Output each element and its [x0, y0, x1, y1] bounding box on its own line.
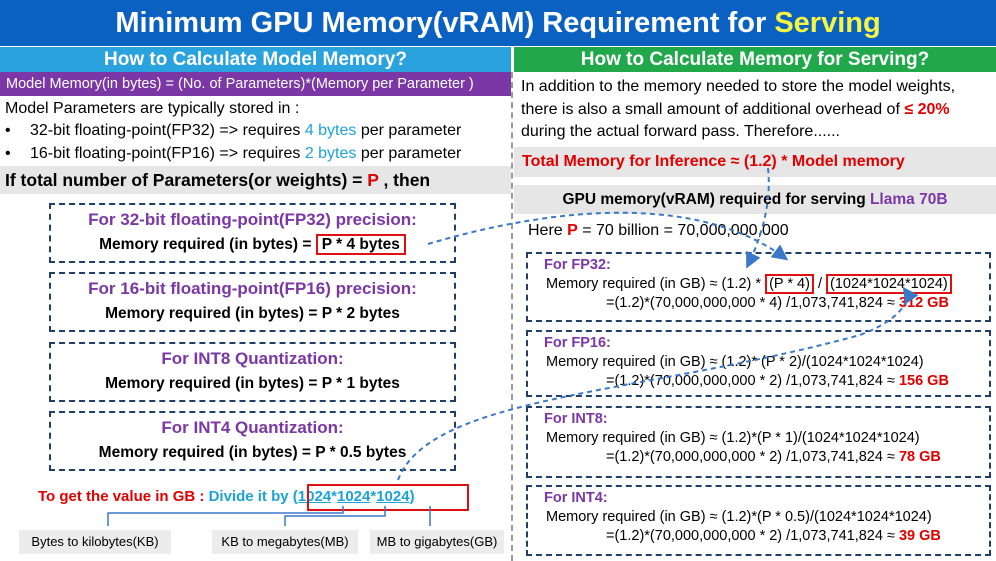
example-heading: For FP16:: [544, 335, 611, 351]
box-heading: For INT4 Quantization:: [161, 418, 344, 437]
divisor-term-highlight: (1024*1024*1024): [826, 274, 952, 294]
int4-example-box: For INT4: Memory required (in GB) ≈ (1.2…: [526, 485, 991, 556]
example-calculation: =(1.2)*(70,000,000,000 * 2) /1,073,741,8…: [606, 449, 941, 465]
left-section-header: How to Calculate Model Memory?: [0, 47, 511, 72]
int4-memory-box: For INT4 Quantization: Memory required (…: [49, 411, 456, 471]
bytes-per-param: 4 bytes: [304, 122, 357, 139]
fp16-memory-box: For 16-bit floating-point(FP16) precisio…: [49, 272, 456, 332]
box-formula: Memory required (in bytes) = P * 1 bytes: [105, 375, 400, 392]
example-formula: Memory required (in GB) ≈ (1.2)* (P * 2)…: [546, 354, 924, 370]
fp16-example-box: For FP16: Memory required (in GB) ≈ (1.2…: [526, 330, 991, 397]
box-heading: For 16-bit floating-point(FP16) precisio…: [88, 279, 417, 298]
divisor-mb: 1024: [336, 488, 371, 505]
model-memory-formula: Model Memory(in bytes) = (No. of Paramet…: [0, 72, 511, 96]
example-formula: Memory required (in GB) ≈ (1.2)*(P * 0.5…: [546, 509, 932, 525]
bytes-per-param: 2 bytes: [304, 145, 357, 162]
box-formula: Memory required (in bytes) = P * 2 bytes: [105, 305, 400, 322]
column-divider: [511, 72, 513, 561]
fp32-highlight: P * 4 bytes: [315, 234, 406, 255]
parameter-definition: If total number of Parameters(or weights…: [0, 166, 511, 194]
page-title: Minimum GPU Memory(vRAM) Requirement for…: [115, 7, 881, 39]
gpu-memory-heading: GPU memory(vRAM) required for serving Ll…: [514, 185, 996, 214]
divisor-highlight: [307, 484, 469, 511]
unit-label-kb: Bytes to kilobytes(KB): [19, 530, 171, 554]
gb-conversion-line: To get the value in GB : Divide it by (1…: [38, 488, 415, 505]
bullet-symbol: •: [5, 122, 11, 139]
param-var: P: [367, 170, 379, 190]
example-heading: For INT8:: [544, 411, 608, 427]
bullet-fp16: •16-bit floating-point(FP16) => requires…: [5, 145, 462, 162]
box-formula: Memory required (in bytes) = P * 4 bytes: [51, 234, 454, 255]
box-heading: For INT8 Quantization:: [161, 349, 344, 368]
param-term-highlight: (P * 4): [765, 274, 814, 294]
divisor-gb: 1024: [376, 488, 410, 505]
fp32-memory-box: For 32-bit floating-point(FP32) precisio…: [49, 203, 456, 263]
result-value: 78 GB: [898, 449, 941, 465]
example-calculation: =(1.2)*(70,000,000,000 * 2) /1,073,741,8…: [606, 373, 949, 389]
box-heading: For 32-bit floating-point(FP32) precisio…: [88, 210, 417, 229]
arrow-total-to-factor: [745, 167, 770, 269]
bullet-fp32: •32-bit floating-point(FP32) => requires…: [5, 122, 462, 139]
example-calculation: =(1.2)*(70,000,000,000 * 4) /1,073,741,8…: [606, 295, 949, 311]
int8-example-box: For INT8: Memory required (in GB) ≈ (1.2…: [526, 406, 991, 478]
int8-memory-box: For INT8 Quantization: Memory required (…: [49, 342, 456, 402]
result-value: 312 GB: [898, 295, 949, 311]
right-section-header: How to Calculate Memory for Serving?: [514, 47, 996, 72]
unit-label-mb: KB to megabytes(MB): [212, 530, 358, 554]
title-bar: [0, 0, 996, 46]
unit-label-gb: MB to gigabytes(GB): [370, 530, 504, 554]
fp32-example-box: For FP32: Memory required (in GB) ≈ (1.2…: [526, 252, 991, 322]
overhead-value: ≤ 20%: [904, 100, 950, 118]
serving-intro: In addition to the memory needed to stor…: [521, 78, 956, 140]
example-heading: For FP32:: [544, 257, 611, 273]
title-accent: Serving: [774, 7, 881, 39]
param-var: P: [567, 222, 578, 239]
parameter-count: Here P = 70 billion = 70,000,000,000: [528, 222, 789, 239]
example-heading: For INT4:: [544, 490, 608, 506]
example-formula: Memory required (in GB) ≈ (1.2)*(P * 1)/…: [546, 430, 920, 446]
bullet-symbol: •: [5, 145, 11, 162]
box-formula: Memory required (in bytes) = P * 0.5 byt…: [98, 444, 407, 461]
storage-intro: Model Parameters are typically stored in…: [5, 100, 300, 117]
result-value: 39 GB: [898, 528, 941, 544]
divisor-kb: 1024: [297, 488, 332, 505]
result-value: 156 GB: [898, 373, 949, 389]
example-calculation: =(1.2)*(70,000,000,000 * 2) /1,073,741,8…: [606, 528, 941, 544]
example-formula: Memory required (in GB) ≈ (1.2) * (P * 4…: [546, 274, 952, 294]
model-name: Llama 70B: [869, 191, 948, 208]
total-inference-formula: Total Memory for Inference ≈ (1.2) * Mod…: [514, 147, 996, 177]
